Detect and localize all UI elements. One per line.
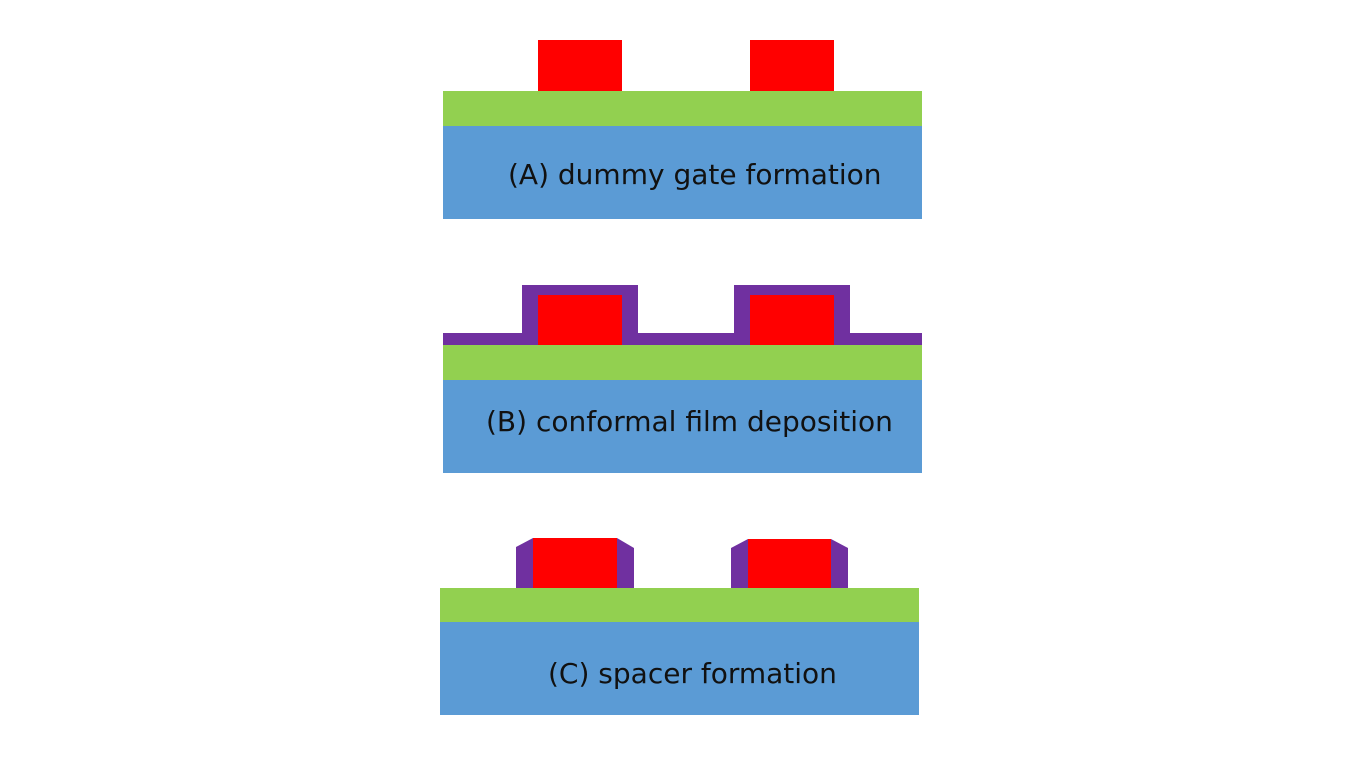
conformal-film-b xyxy=(443,285,922,345)
panel-b xyxy=(443,285,922,473)
panel-c xyxy=(440,538,919,715)
oxide-layer-a xyxy=(443,91,922,126)
dummy-gate-b-left xyxy=(538,295,622,345)
spacer-c-right-outer xyxy=(731,539,748,588)
substrate-c xyxy=(440,622,919,715)
panel-a xyxy=(443,40,922,219)
substrate-b xyxy=(443,380,922,473)
oxide-layer-c xyxy=(440,588,919,622)
dummy-gate-c-right xyxy=(748,539,831,588)
panel-b-label: (B) conformal film deposition xyxy=(486,405,893,438)
spacer-c-right-inner xyxy=(831,539,848,588)
panel-a-label: (A) dummy gate formation xyxy=(508,158,882,191)
dummy-gate-a-left xyxy=(538,40,622,91)
dummy-gate-a-right xyxy=(750,40,834,91)
dummy-gate-c-left xyxy=(533,538,617,588)
dummy-gate-b-right xyxy=(750,295,834,345)
oxide-layer-b xyxy=(443,345,922,380)
spacer-c-left-outer xyxy=(516,538,533,588)
substrate-a xyxy=(443,126,922,219)
spacer-c-left-inner xyxy=(617,538,634,588)
panel-c-label: (C) spacer formation xyxy=(548,657,837,690)
